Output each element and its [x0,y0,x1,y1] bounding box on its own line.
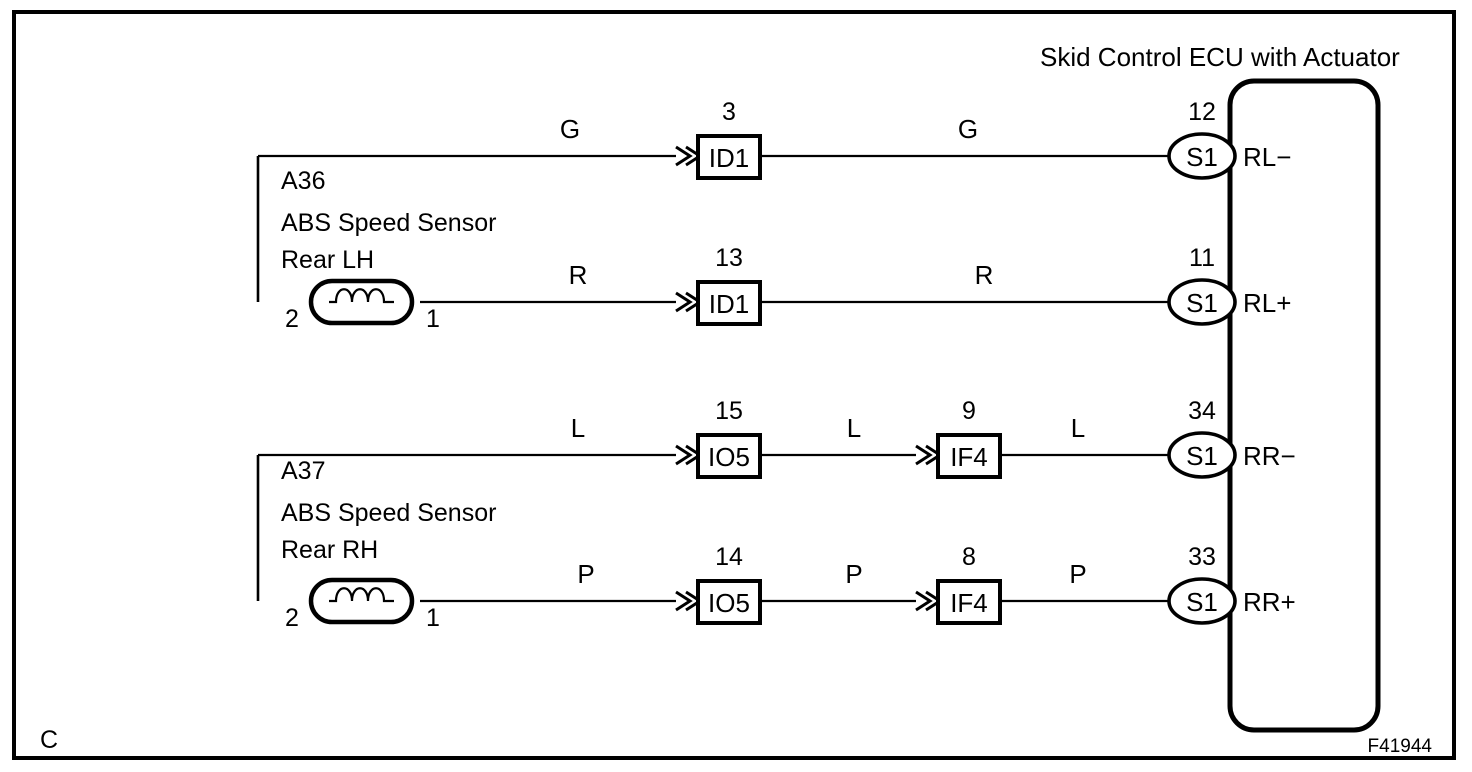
sensor-terminal-2: 2 [285,305,299,333]
sensor-id: A36 [281,167,325,195]
diagram-border [12,10,1456,760]
ecu-connector-label: S1 [1186,587,1218,617]
sensor-a37: A37 ABS Speed Sensor Rear RH 2 1 [256,455,496,632]
sensor-name: ABS Speed Sensor [281,499,496,527]
ecu-connector-oval [1167,431,1237,479]
circuit-row-3: 15 IO5 L L 9 IF4 L S1 34 RR− [258,397,1296,479]
wire-color-label-out: G [958,114,978,144]
wire-color-label-in: P [577,559,594,589]
ecu-terminal-label: RR− [1243,441,1296,471]
connector-name: IF4 [950,442,988,472]
wire-color-label-out: P [1069,559,1086,589]
wire-color-label-out: R [975,260,994,290]
connector-pin-number: 9 [962,397,976,425]
sensor-name: ABS Speed Sensor [281,209,496,237]
wire-color-label-mid: P [845,559,862,589]
wire-color-label-mid: L [847,413,861,443]
wire-color-label-in: G [560,114,580,144]
coil-winding-icon [329,288,394,304]
ecu-connector-oval [1167,577,1237,625]
wire-color-label-in: R [569,260,588,290]
wire-color-label-out: L [1071,413,1085,443]
ecu-title: Skid Control ECU with Actuator [1040,42,1400,72]
ecu-connector-label: S1 [1186,142,1218,172]
sensor-a36: A36 ABS Speed Sensor Rear LH 2 1 [256,156,496,333]
ecu-terminal-label: RR+ [1243,587,1296,617]
circuit-row-2: 13 ID1 R R S1 11 RL+ [420,244,1291,326]
connector-name: ID1 [709,289,749,319]
connector-box [936,579,1002,625]
connector-box [696,134,762,180]
connector-pin-number: 14 [715,543,743,571]
connector-pin-number: 13 [715,244,743,272]
sensor-position: Rear LH [281,246,374,274]
connector-name: IF4 [950,588,988,618]
page-corner-label: C [40,726,58,754]
sensor-position: Rear RH [281,536,378,564]
sensor-terminal-2: 2 [285,604,299,632]
ecu-terminal-label: RL− [1243,142,1291,172]
ecu-pin-number: 11 [1189,244,1215,272]
connector-box [696,280,762,326]
ecu-connector-label: S1 [1186,288,1218,318]
ecu-box [1227,78,1381,733]
connector-name: IO5 [708,442,750,472]
ecu-connector-label: S1 [1186,441,1218,471]
sensor-id: A37 [281,457,325,485]
circuit-row-1: 3 ID1 G G S1 12 RL− [258,98,1291,180]
figure-id: F41944 [1368,736,1433,757]
connector-pin-number: 15 [715,397,743,425]
ecu-pin-number: 34 [1188,397,1216,425]
sensor-terminal-1: 1 [426,305,440,333]
sensor-coil-icon [308,577,415,625]
connector-name: ID1 [709,143,749,173]
coil-winding-icon [329,587,394,603]
ecu-connector-oval [1167,278,1237,326]
ecu-pin-number: 12 [1188,98,1216,126]
connector-pin-number: 3 [722,98,736,126]
ecu-connector-oval [1167,132,1237,180]
ecu-pin-number: 33 [1188,543,1216,571]
ecu-terminal-label: RL+ [1243,288,1291,318]
connector-name: IO5 [708,588,750,618]
connector-pin-number: 8 [962,543,976,571]
connector-box [936,433,1002,479]
sensor-terminal-1: 1 [426,604,440,632]
wire-color-label-in: L [571,413,585,443]
sensor-coil-icon [308,278,415,326]
circuit-row-4: 14 IO5 P P 8 IF4 P S1 33 RR+ [420,543,1296,625]
